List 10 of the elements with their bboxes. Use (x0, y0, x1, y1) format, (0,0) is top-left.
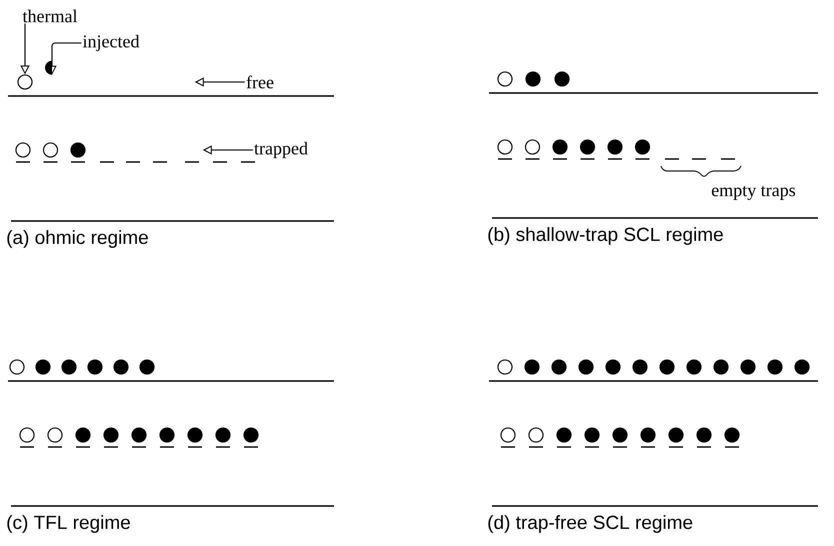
panel-caption: (a) ohmic regime (7, 230, 148, 248)
annotation-label: trapped (254, 142, 308, 158)
panel-caption: (c) TFL regime (7, 515, 130, 533)
annotation-label: thermal (22, 10, 78, 22)
annotation-label: free (246, 76, 274, 88)
panel-caption: (d) trap-free SCL regime (488, 515, 692, 533)
electron-circle (17, 74, 33, 90)
annotation-label: injected (82, 34, 140, 52)
panel-caption: (b) shallow-trap SCL regime (488, 227, 723, 245)
annotation-label: empty traps (712, 186, 796, 200)
